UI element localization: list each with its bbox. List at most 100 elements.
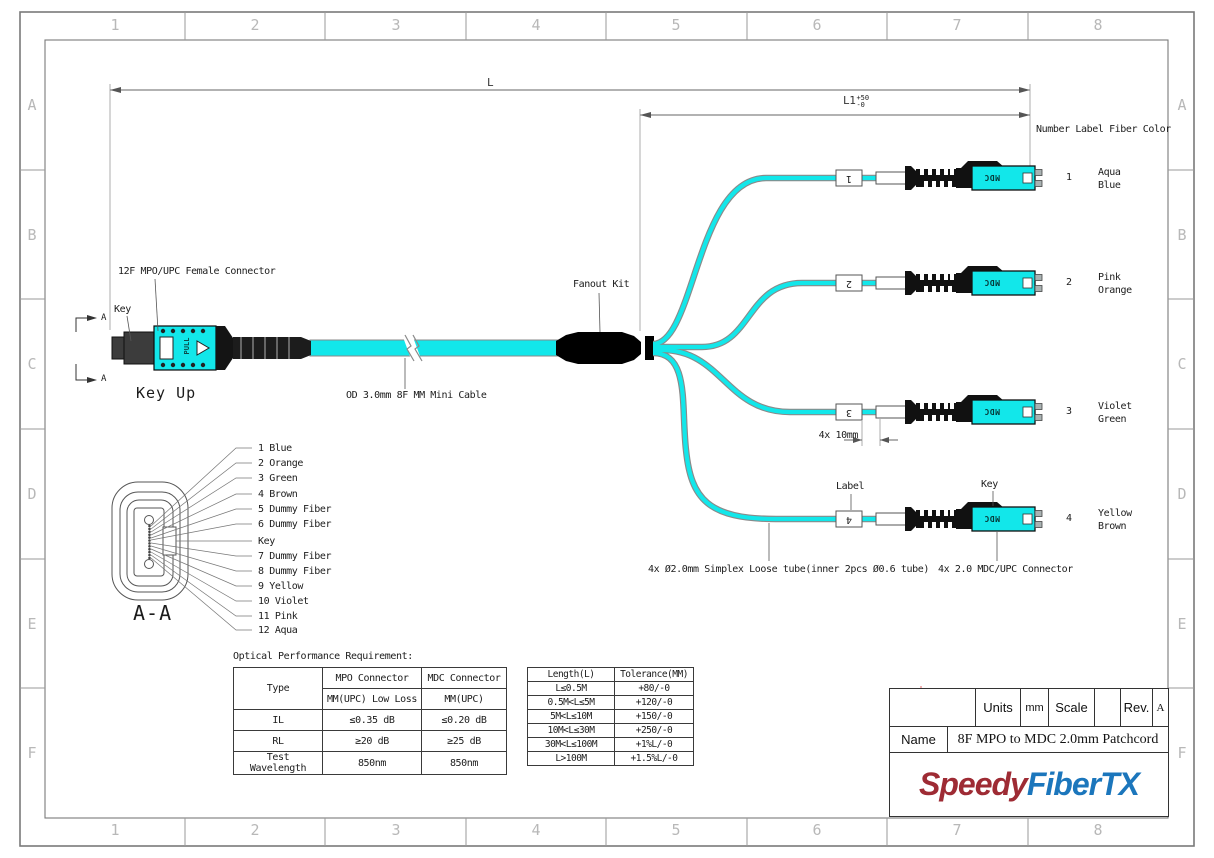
cable-label-number-2: 2 <box>845 278 853 289</box>
pin-label: 1 Blue <box>258 443 292 454</box>
label-callout: Label <box>836 481 865 492</box>
legend-color-1: Violet <box>1098 401 1132 412</box>
key-callout: Key <box>981 479 998 490</box>
grid-row-label: A <box>1177 96 1187 114</box>
scale-label: Scale <box>1049 689 1095 727</box>
legend-color-1: Aqua <box>1098 167 1121 178</box>
pin-label: 7 Dummy Fiber <box>258 551 332 562</box>
units-value: mm <box>1021 689 1049 727</box>
tolerance-length: 10M<L≤30M <box>527 723 615 738</box>
pin-label: 9 Yellow <box>258 581 303 592</box>
grid-row-label: F <box>27 744 37 762</box>
section-view <box>111 447 252 631</box>
optical-sub-mdc: MM(UPC) <box>421 688 507 710</box>
grid-row-label: D <box>27 485 37 503</box>
cable-break-icon <box>403 334 423 362</box>
tolerance-value: +1.5%L/-0 <box>614 751 694 766</box>
optical-col-mpo: MPO Connector <box>322 667 422 689</box>
grid-col-label: 4 <box>531 16 541 34</box>
legend-color-2: Orange <box>1098 285 1132 296</box>
pin-label: 6 Dummy Fiber <box>258 519 332 530</box>
dim-l1-tol-minus: -0 <box>856 101 865 109</box>
logo-speedy: Speedy <box>919 766 1028 802</box>
grid-col-label: 4 <box>531 821 541 839</box>
units-label: Units <box>976 689 1021 727</box>
tolerance-length: L≤0.5M <box>527 681 615 696</box>
section-mark-a-bottom: A <box>101 374 107 384</box>
tolerance-value: +120/-0 <box>614 695 694 710</box>
mdc-body-text: MDC <box>984 514 1000 523</box>
mdc-connector-label: 4x 2.0 MDC/UPC Connector <box>938 564 1073 575</box>
pin-label: Key <box>258 536 275 547</box>
dim-l1-label: L1+50-0 <box>843 95 869 109</box>
optical-row-mdc: 850nm <box>421 751 507 775</box>
grid-col-label: 1 <box>110 821 120 839</box>
pin-label: 10 Violet <box>258 596 309 607</box>
legend-header: Number Label Fiber Color <box>1036 124 1171 135</box>
pin-label: 12 Aqua <box>258 625 298 636</box>
optical-col-type: Type <box>233 667 323 710</box>
grid-col-label: 8 <box>1093 16 1103 34</box>
legend-color-2: Blue <box>1098 180 1121 191</box>
trunk-cable-label: OD 3.0mm 8F MM Mini Cable <box>346 390 487 401</box>
fanout-kit-label: Fanout Kit <box>573 279 630 290</box>
name-label: Name <box>890 727 948 753</box>
grid-col-label: 3 <box>391 16 401 34</box>
grid-col-label: 2 <box>250 821 260 839</box>
loose-tube-label: 4x Ø2.0mm Simplex Loose tube(inner 2pcs … <box>648 564 930 575</box>
grid-row-label: B <box>27 226 37 244</box>
tolerance-value: +150/-0 <box>614 709 694 724</box>
optical-table-title: Optical Performance Requirement: <box>233 651 413 662</box>
optical-row-mpo: ≤0.35 dB <box>322 709 422 731</box>
optical-row-mdc: ≥25 dB <box>421 730 507 752</box>
optical-row-type: IL <box>233 709 323 731</box>
legend-number: 2 <box>1065 277 1073 288</box>
grid-row-label: E <box>27 615 37 633</box>
breakout-cables <box>652 174 906 523</box>
legend-color-2: Green <box>1098 414 1127 425</box>
pin-label: 8 Dummy Fiber <box>258 566 332 577</box>
dimension-l1 <box>639 109 1030 331</box>
legend-color-1: Yellow <box>1098 508 1132 519</box>
grid-col-label: 1 <box>110 16 120 34</box>
mpo-connector <box>111 325 311 371</box>
tolerance-value: +80/-0 <box>614 681 694 696</box>
grid-col-label: 5 <box>671 821 681 839</box>
loose-tubes <box>875 171 931 526</box>
optical-row-mpo: 850nm <box>322 751 422 775</box>
pin-label: 3 Green <box>258 473 298 484</box>
tolerance-length: 5M<L≤10M <box>527 709 615 724</box>
legend-number: 4 <box>1065 513 1073 524</box>
tolerance-value: +1%L/-0 <box>614 737 694 752</box>
legend-number: 3 <box>1065 406 1073 417</box>
cable-label-number-1: 1 <box>845 173 853 184</box>
projection-symbol-cell <box>890 689 976 727</box>
section-marks <box>75 315 97 383</box>
dim-l-label: L <box>487 76 494 89</box>
optical-row-type: Test Wavelength <box>233 751 323 775</box>
legend-color-1: Pink <box>1098 272 1121 283</box>
dimension-l <box>109 84 1031 330</box>
grid-row-label: A <box>27 96 37 114</box>
grid-ticks <box>20 12 1194 846</box>
grid-row-label: B <box>1177 226 1187 244</box>
tolerance-header-tol: Tolerance(MM) <box>614 667 694 682</box>
grid-col-label: 2 <box>250 16 260 34</box>
grid-col-label: 7 <box>952 16 962 34</box>
grid-col-label: 8 <box>1093 821 1103 839</box>
dim-stagger-label: 4x 10mm <box>818 430 859 441</box>
tolerance-length: 30M<L≤100M <box>527 737 615 752</box>
optical-col-mdc: MDC Connector <box>421 667 507 689</box>
cable-label-number-3: 3 <box>845 407 853 418</box>
title-block: Units mm Scale Rev. A Name 8F MPO to MDC… <box>889 688 1169 817</box>
grid-row-label: C <box>1177 355 1187 373</box>
logo-fibertx: FiberTX <box>1026 766 1140 802</box>
pin-label: 2 Orange <box>258 458 303 469</box>
grid-col-label: 6 <box>812 821 822 839</box>
section-view-title: A-A <box>133 601 173 625</box>
